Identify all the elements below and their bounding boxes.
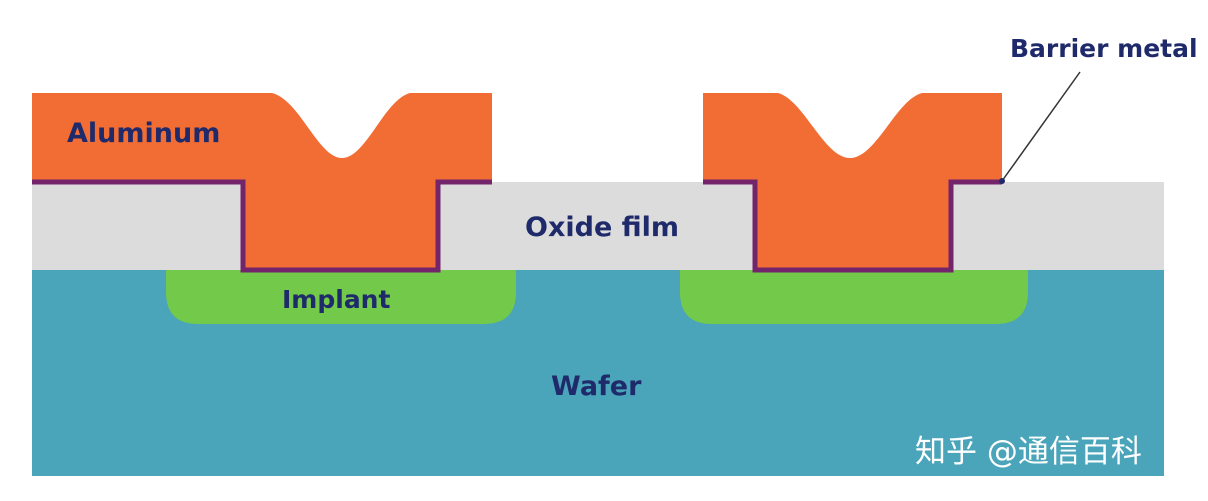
implant-region-right: [680, 270, 1028, 324]
oxide-film-label: Oxide film: [525, 212, 679, 243]
barrier-metal-leader-line: [1001, 71, 1081, 182]
barrier-metal-label: Barrier metal: [1010, 34, 1198, 63]
implant-label: Implant: [282, 285, 390, 314]
barrier-metal-left: [32, 179, 492, 273]
watermark-text: 知乎 @通信百科: [915, 434, 1142, 470]
aluminum-contact-right: [703, 93, 1002, 270]
aluminum-label: Aluminum: [67, 118, 220, 149]
barrier-metal-right: [703, 179, 1002, 273]
aluminum-contact-left: [32, 93, 492, 270]
wafer-label: Wafer: [551, 371, 642, 402]
oxide-film-layer: [32, 182, 1164, 270]
barrier-metal-leader-dot: [999, 178, 1005, 184]
implant-region-left: [166, 270, 516, 324]
